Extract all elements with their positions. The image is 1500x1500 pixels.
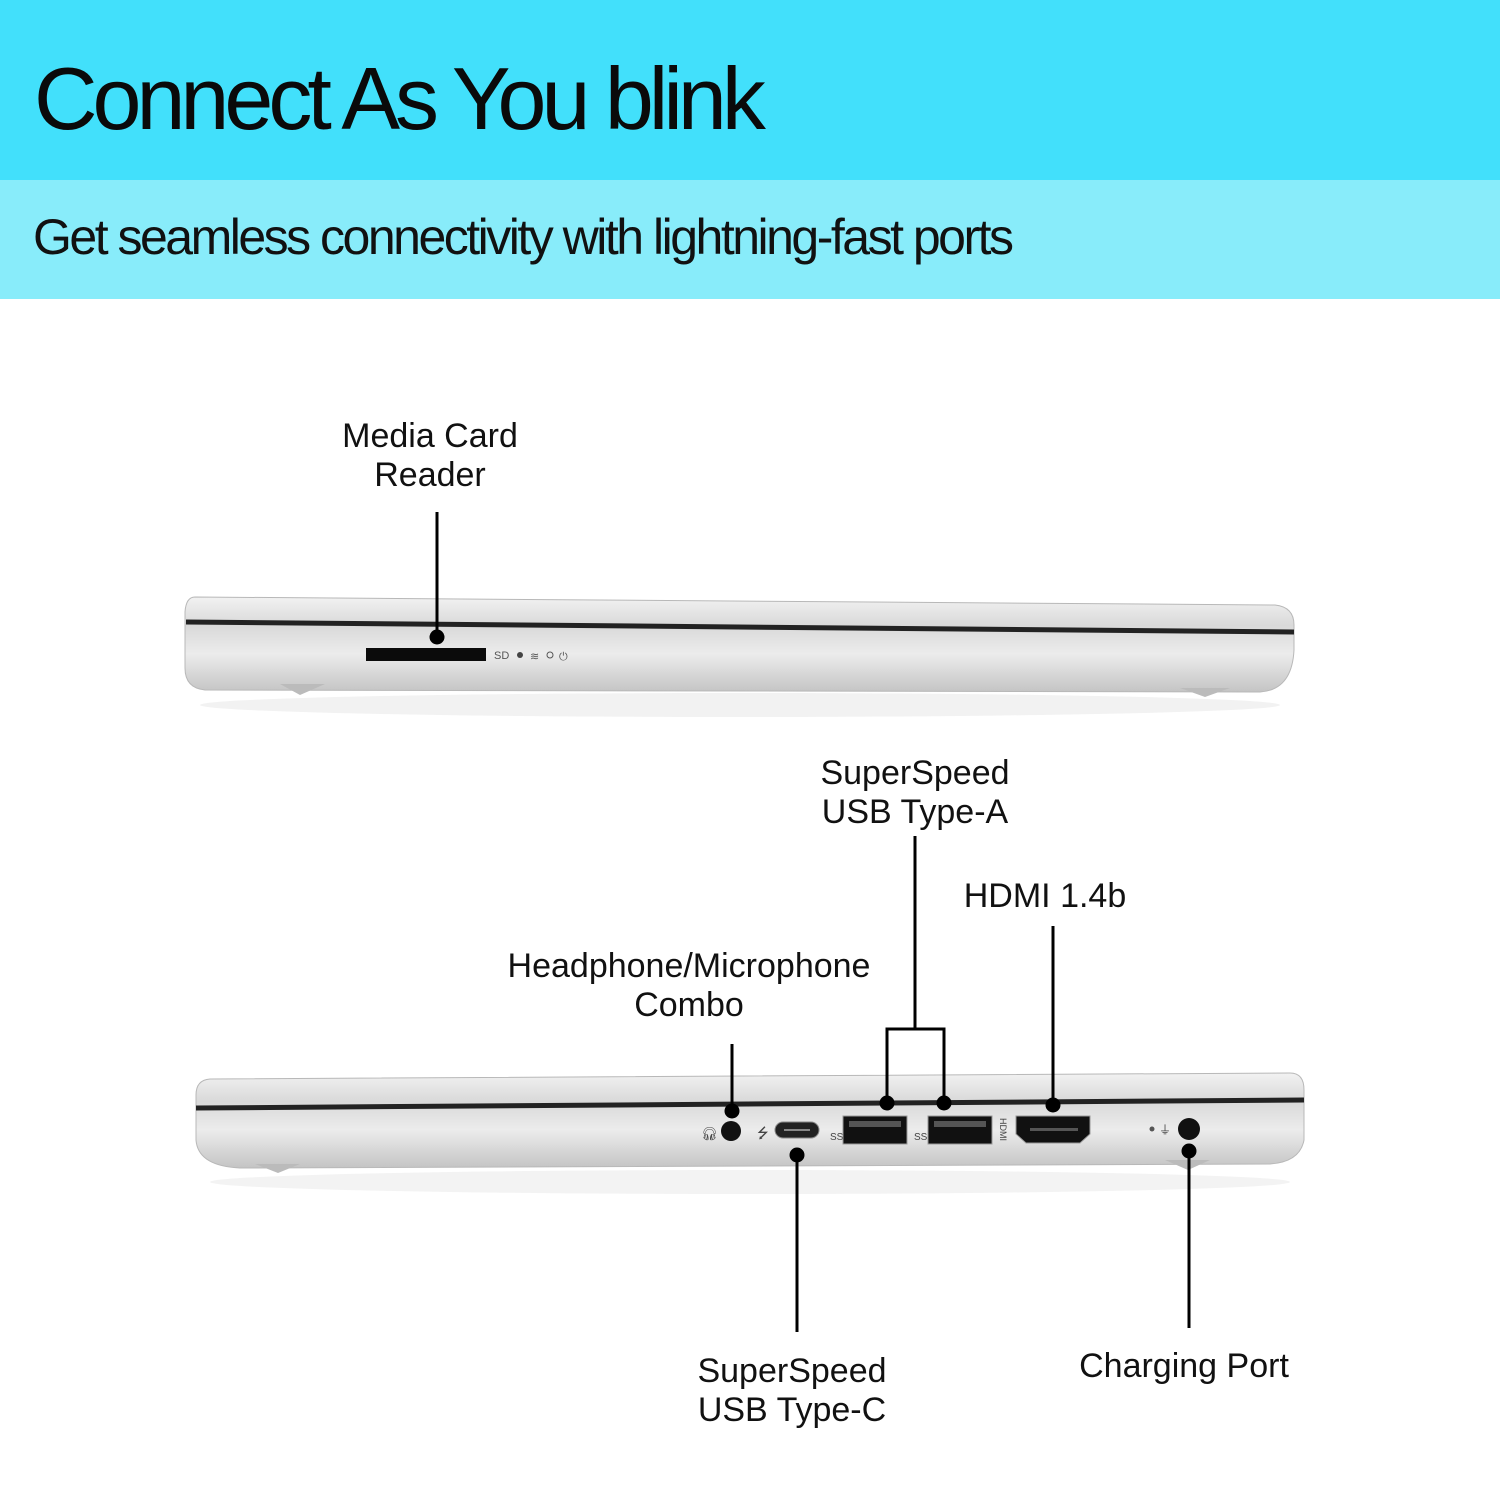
led-indicator-icon — [517, 652, 523, 658]
callout-line2: Reader — [374, 456, 486, 494]
callout-line2: USB Type-A — [821, 793, 1009, 831]
page-title: Connect As You blink — [34, 49, 766, 148]
usb-a-port-1 — [842, 1115, 908, 1145]
charging-port — [1178, 1118, 1200, 1140]
callout-line2: USB Type-C — [697, 1391, 887, 1429]
ss-usb-icon: SS — [830, 1132, 844, 1143]
callout-charging-port: Charging Port — [1064, 1347, 1304, 1386]
usb-a-port-2 — [927, 1115, 993, 1145]
page-subtitle: Get seamless connectivity with lightning… — [33, 209, 1014, 265]
callout-headphone-combo: Headphone/Microphone Combo — [480, 947, 898, 1025]
usb-icon: ⭍ — [757, 1125, 769, 1141]
storage-icon: ≋ — [530, 651, 539, 663]
header-band — [0, 0, 1500, 180]
charge-led-icon — [1149, 1126, 1155, 1132]
hdmi-marking: HDMI — [998, 1118, 1008, 1141]
sd-card-slot — [366, 648, 486, 661]
callout-lines — [429, 512, 1197, 1332]
callout-line1: SuperSpeed — [697, 1352, 887, 1390]
callout-media-card-reader: Media Card Reader — [330, 417, 530, 495]
laptop-right-side: 🎧︎ ⭍ SS SS HDMI ⏚ — [195, 1072, 1305, 1194]
callout-usb-type-c: SuperSpeed USB Type-C — [672, 1352, 912, 1430]
ss-usb-icon: SS — [914, 1132, 928, 1143]
callout-line2: Combo — [634, 986, 744, 1024]
subtitle-band — [0, 180, 1500, 299]
callout-line1: Charging Port — [1079, 1347, 1289, 1385]
headphone-jack — [721, 1121, 741, 1141]
headphone-icon: 🎧︎ — [701, 1126, 718, 1141]
callout-hdmi: HDMI 1.4b — [955, 877, 1135, 916]
sd-marking: SD — [494, 650, 509, 662]
callout-line1: SuperSpeed — [820, 754, 1010, 792]
callout-line1: Headphone/Microphone — [507, 947, 871, 985]
callout-usb-type-a: SuperSpeed USB Type-A — [795, 754, 1035, 832]
power-icon: ⏻ — [559, 651, 568, 663]
status-light-icon — [546, 651, 554, 659]
callout-line1: HDMI 1.4b — [963, 877, 1127, 915]
laptop-left-side: SD ≋ ⏻ — [184, 596, 1295, 717]
callout-line1: Media Card — [342, 417, 518, 455]
plug-icon: ⏚ — [1159, 1123, 1171, 1137]
